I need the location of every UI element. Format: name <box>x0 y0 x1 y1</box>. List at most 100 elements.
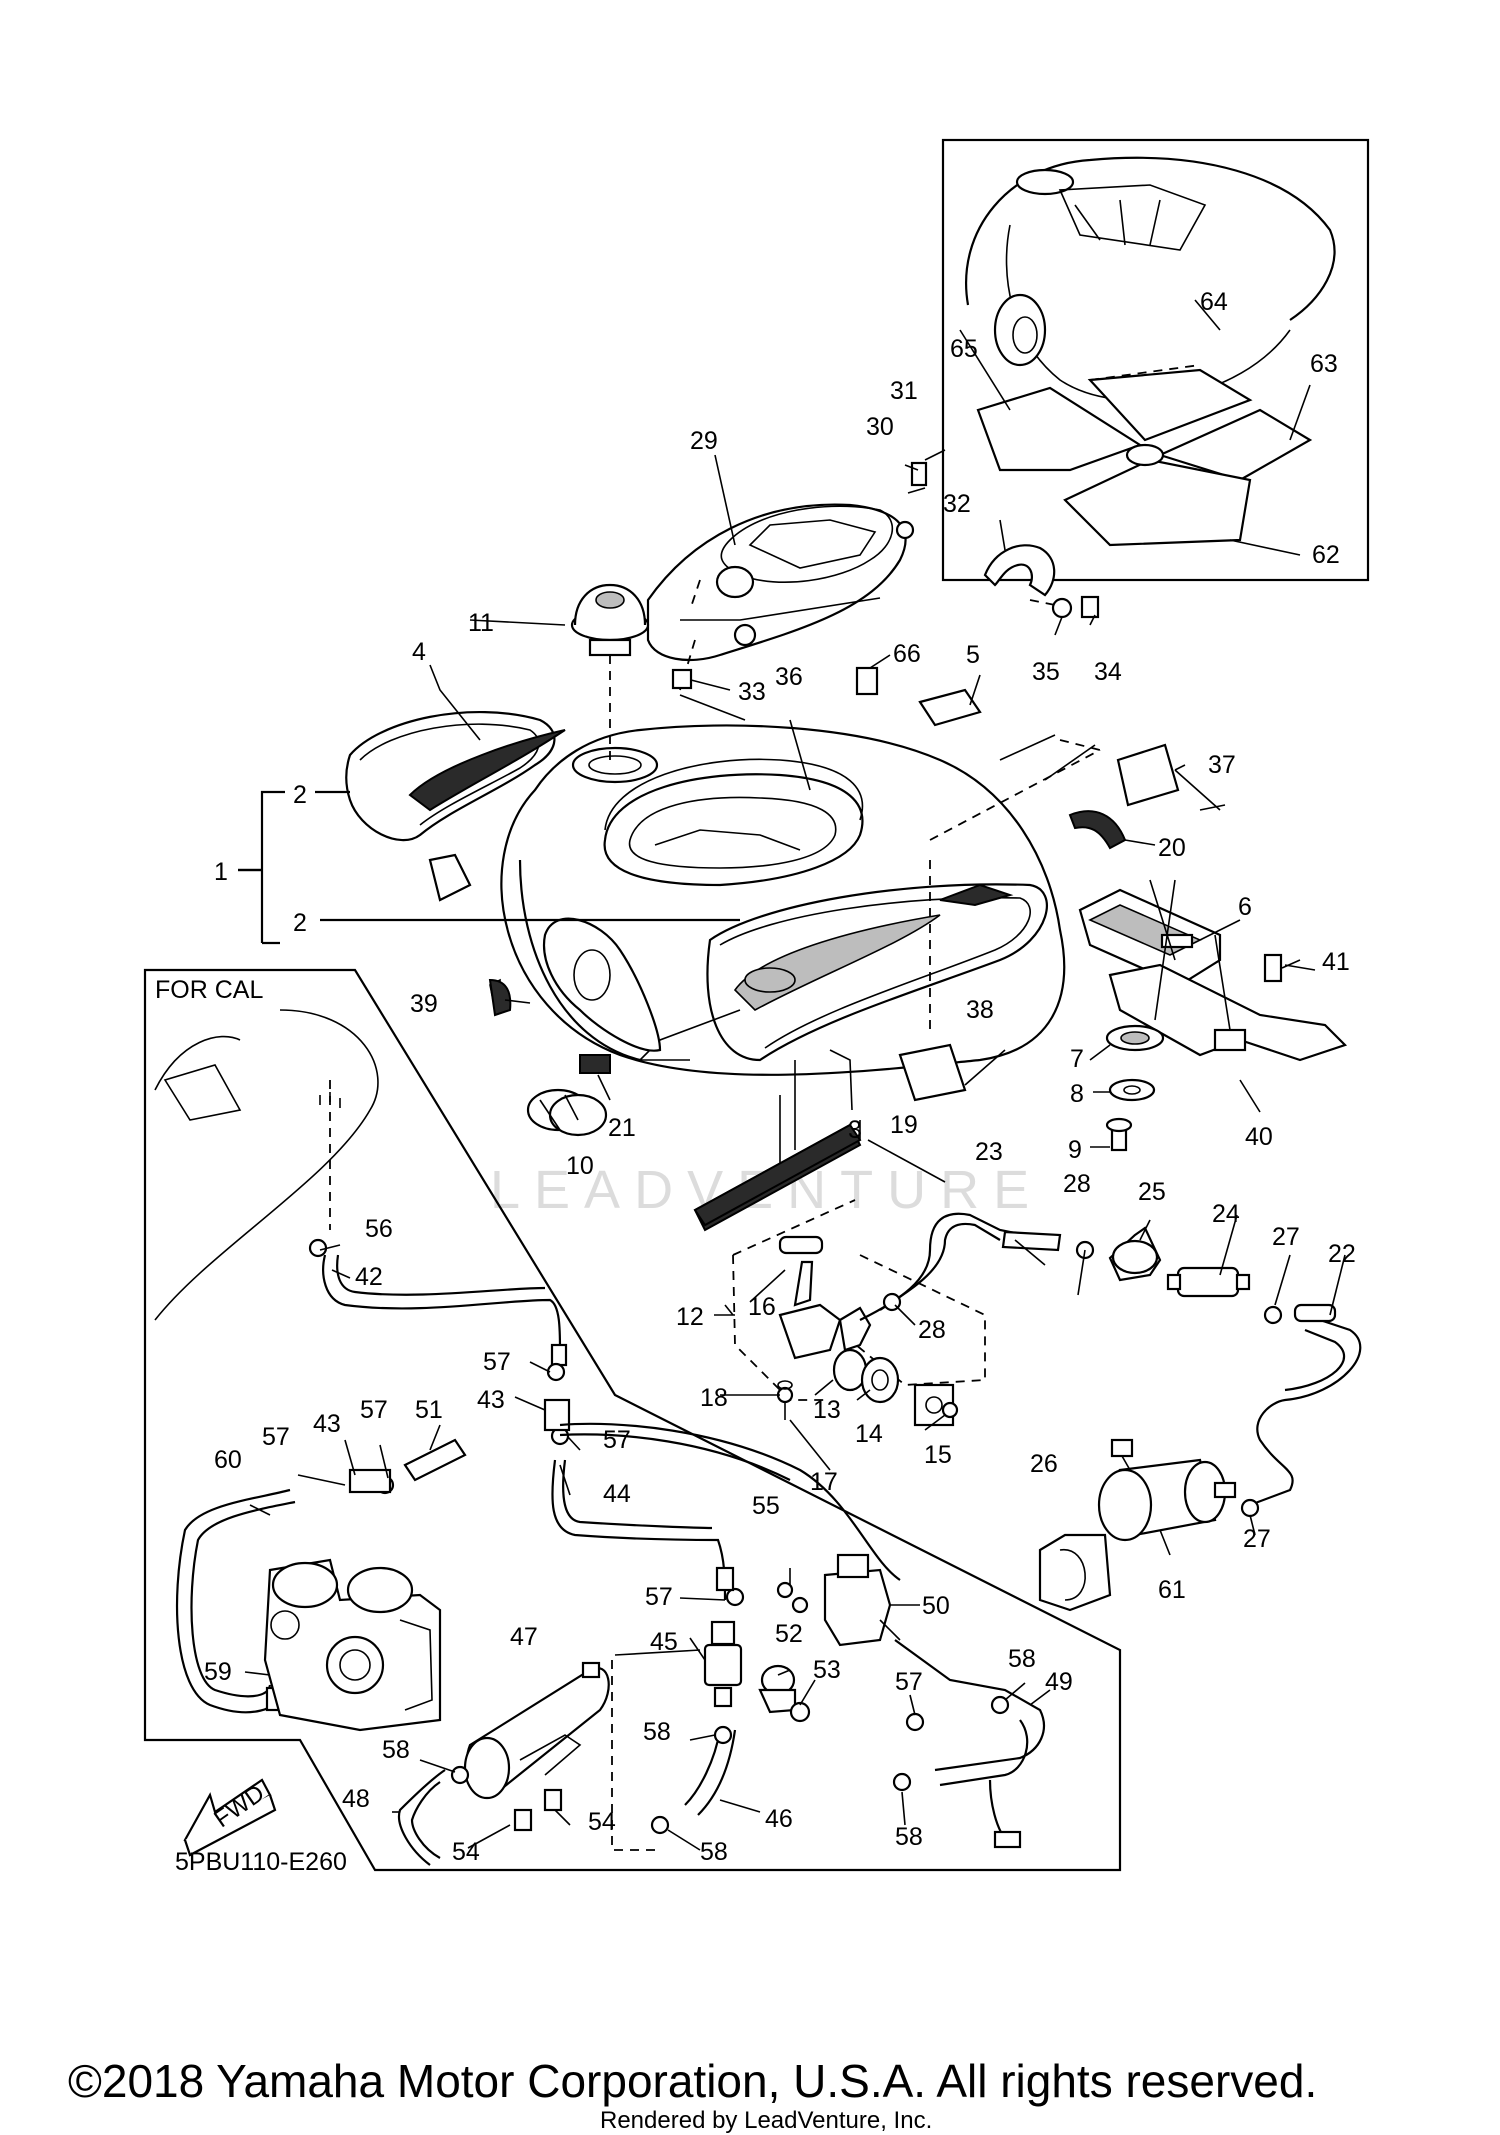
callout-28: 28 <box>1063 1170 1091 1198</box>
callout-8: 8 <box>1070 1080 1084 1108</box>
callout-3: 3 <box>848 1116 862 1144</box>
callout-51: 51 <box>415 1396 443 1424</box>
callout-13: 13 <box>813 1396 841 1424</box>
callout-58: 58 <box>382 1736 410 1764</box>
fuel-line-and-filter <box>859 1212 1362 1612</box>
callout-33: 33 <box>738 678 766 706</box>
callout-21: 21 <box>608 1114 636 1142</box>
callout-5: 5 <box>966 641 980 669</box>
callout-39: 39 <box>410 990 438 1018</box>
callout-57: 57 <box>360 1396 388 1424</box>
callout-61: 61 <box>1158 1576 1186 1604</box>
for-cal-label: FOR CAL <box>155 976 263 1004</box>
callout-52: 52 <box>775 1620 803 1648</box>
california-evap-inset <box>143 968 1122 1872</box>
callout-43: 43 <box>313 1410 341 1438</box>
callout-62: 62 <box>1312 541 1340 569</box>
callout-17: 17 <box>810 1468 838 1496</box>
callout-57: 57 <box>895 1668 923 1696</box>
callout-20: 20 <box>1158 834 1186 862</box>
callout-31: 31 <box>890 377 918 405</box>
callout-25: 25 <box>1138 1178 1166 1206</box>
callout-19: 19 <box>890 1111 918 1139</box>
forward-arrow-icon: FWD <box>183 1778 277 1857</box>
fuel-tank <box>500 724 1101 1076</box>
callout-58: 58 <box>643 1718 671 1746</box>
callout-29: 29 <box>690 427 718 455</box>
tank-mounting-dampers <box>488 978 967 1137</box>
callout-63: 63 <box>1310 350 1338 378</box>
callout-23: 23 <box>975 1138 1003 1166</box>
callout-28: 28 <box>918 1316 946 1344</box>
callout-55: 55 <box>752 1492 780 1520</box>
callout-35: 35 <box>1032 658 1060 686</box>
callout-47: 47 <box>510 1623 538 1651</box>
callout-58: 58 <box>895 1823 923 1851</box>
callout-66: 66 <box>893 640 921 668</box>
callout-labels: 1 2 2 3 4 5 6 7 8 9 10 11 12 13 14 15 16… <box>204 288 1356 1866</box>
callout-57: 57 <box>483 1348 511 1376</box>
tank-top-cover <box>646 503 915 691</box>
callout-24: 24 <box>1212 1200 1240 1228</box>
callout-18: 18 <box>700 1384 728 1412</box>
callout-58: 58 <box>700 1838 728 1866</box>
callout-48: 48 <box>342 1785 370 1813</box>
callout-2: 2 <box>293 781 307 809</box>
callout-46: 46 <box>765 1805 793 1833</box>
callout-38: 38 <box>966 996 994 1024</box>
callout-1: 1 <box>214 858 228 886</box>
callout-57: 57 <box>262 1423 290 1451</box>
callout-37: 37 <box>1208 751 1236 779</box>
callout-59: 59 <box>204 1658 232 1686</box>
tank-underside-inset <box>941 138 1370 582</box>
callout-leaders <box>238 299 1346 1851</box>
callout-43: 43 <box>477 1386 505 1414</box>
callout-12: 12 <box>676 1303 704 1331</box>
callout-22: 22 <box>1328 1240 1356 1268</box>
callout-57: 57 <box>645 1583 673 1611</box>
callout-27: 27 <box>1243 1525 1271 1553</box>
callout-54: 54 <box>452 1838 480 1866</box>
callout-6: 6 <box>1238 893 1252 921</box>
callout-16: 16 <box>748 1293 776 1321</box>
callout-11: 11 <box>468 609 494 637</box>
rendered-by: Rendered by LeadVenture, Inc. <box>600 2107 932 2134</box>
diagram-code: 5PBU110-E260 <box>175 1848 347 1876</box>
callout-56: 56 <box>365 1215 393 1243</box>
callout-7: 7 <box>1070 1045 1084 1073</box>
copyright-notice: ©2018 Yamaha Motor Corporation, U.S.A. A… <box>68 2055 1317 2107</box>
callout-42: 42 <box>355 1263 383 1291</box>
evap-hoses-canister <box>175 1238 1045 1866</box>
callout-60: 60 <box>214 1446 242 1474</box>
callout-34: 34 <box>1094 658 1122 686</box>
callout-2: 2 <box>293 909 307 937</box>
callout-41: 41 <box>1322 948 1350 976</box>
fuel-cap <box>570 583 650 760</box>
callout-9: 9 <box>1068 1136 1082 1164</box>
callout-4: 4 <box>412 638 426 666</box>
callout-30: 30 <box>866 413 894 441</box>
callout-36: 36 <box>775 663 803 691</box>
rear-mount-parts <box>1078 879 1348 1152</box>
callout-45: 45 <box>650 1628 678 1656</box>
callout-57: 57 <box>603 1426 631 1454</box>
callout-40: 40 <box>1245 1123 1273 1151</box>
callout-54: 54 <box>588 1808 616 1836</box>
callout-50: 50 <box>922 1592 950 1620</box>
tank-left-emblem <box>345 710 566 902</box>
callout-32: 32 <box>943 490 971 518</box>
callout-58: 58 <box>1008 1645 1036 1673</box>
callout-49: 49 <box>1045 1668 1073 1696</box>
callout-44: 44 <box>603 1480 631 1508</box>
callout-53: 53 <box>813 1656 841 1684</box>
callout-65: 65 <box>950 335 978 363</box>
fuel-cock-assembly <box>693 1060 986 1427</box>
callout-10: 10 <box>566 1152 594 1180</box>
callout-15: 15 <box>924 1441 952 1469</box>
tank-top-parts <box>604 461 1180 850</box>
callout-14: 14 <box>855 1420 883 1448</box>
callout-26: 26 <box>1030 1450 1058 1478</box>
callout-27: 27 <box>1272 1223 1300 1251</box>
callout-64: 64 <box>1200 288 1228 316</box>
